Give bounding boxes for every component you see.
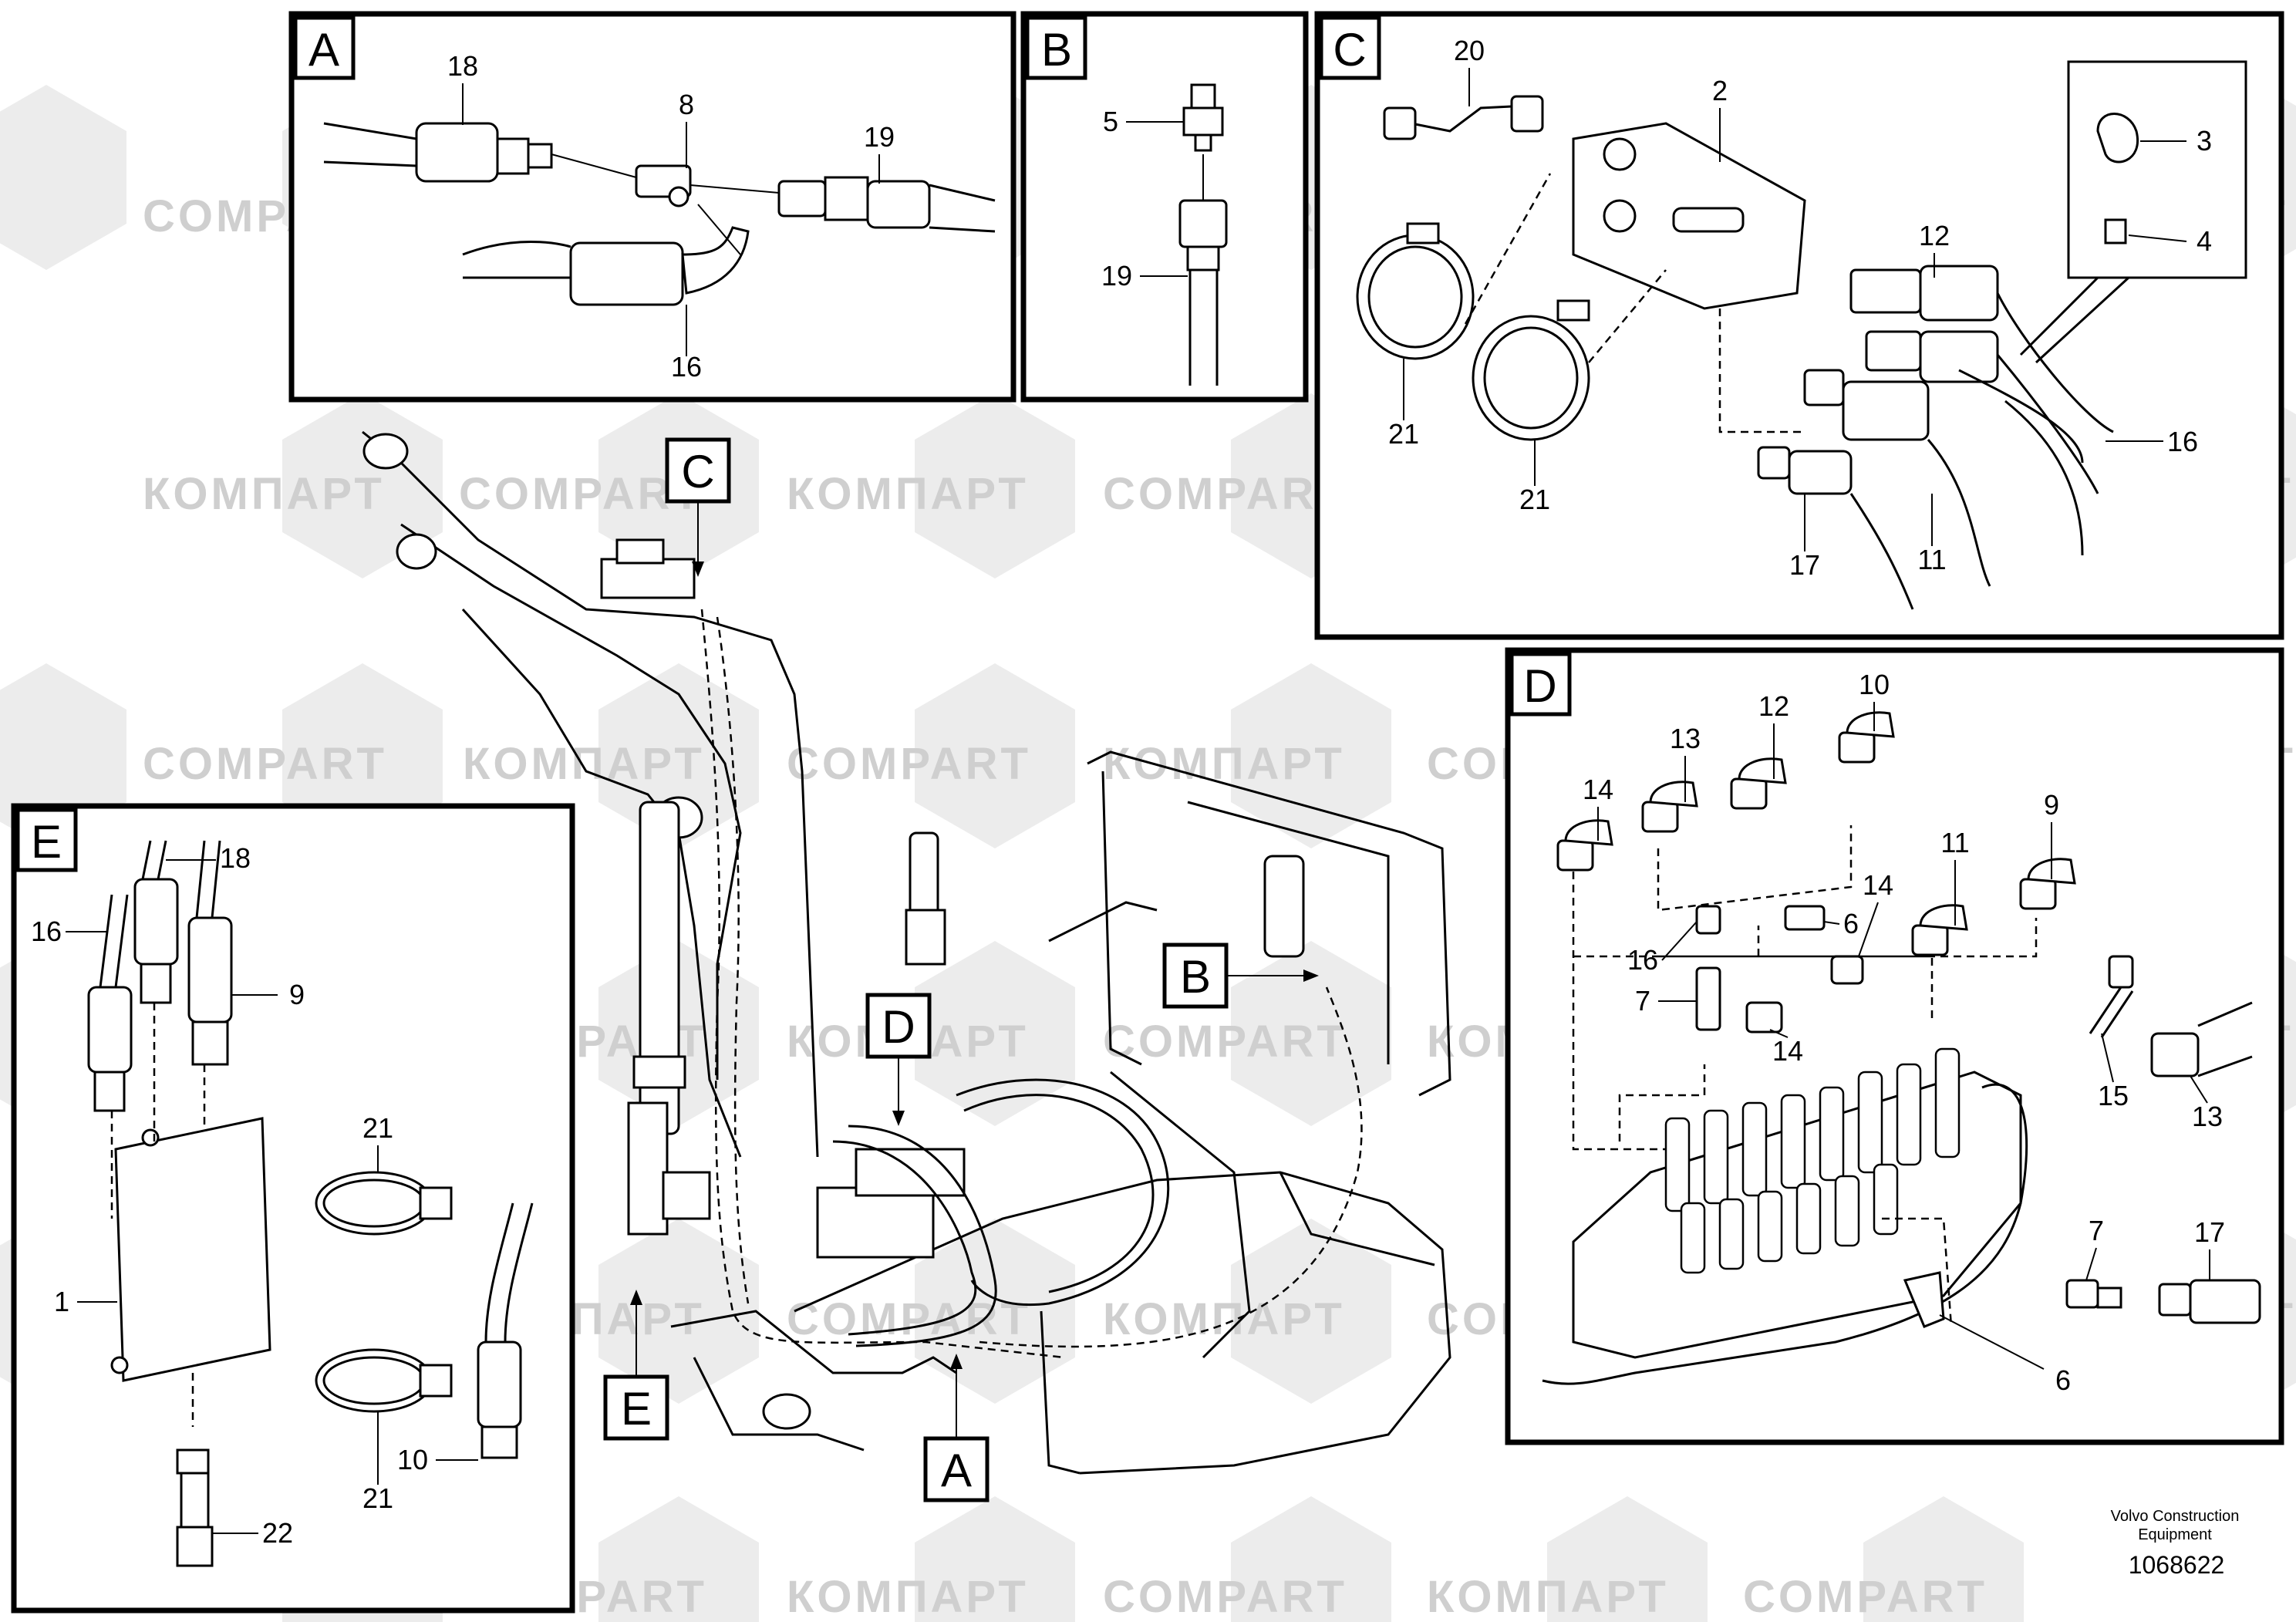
part-number-label: 10 [397, 1444, 428, 1475]
part-number-label: 7 [1635, 985, 1650, 1017]
part-number-label: 9 [2044, 789, 2059, 821]
watermark-text: COMPART [1103, 1572, 1347, 1622]
view-tag-letter: C [1333, 24, 1366, 76]
part-number-label: 20 [1454, 35, 1485, 66]
part-number-label: 3 [2197, 125, 2212, 157]
detail-panel-b: B 5 19 [1020, 11, 1309, 403]
part-number-label: 15 [2098, 1080, 2129, 1111]
part-number-label: 17 [1789, 549, 1820, 581]
watermark-text: КОМПАРТ [787, 469, 1029, 519]
main-assembly-drawing [362, 430, 1451, 1475]
part-number-label: 21 [362, 1112, 393, 1144]
callout-b[interactable]: B [1162, 943, 1319, 1009]
part-number-label: 11 [1917, 544, 1946, 575]
view-tag-letter: E [31, 816, 62, 868]
part-number-label: 19 [864, 121, 895, 153]
drawing-footer: Volvo Construction Equipment 1068622 [2111, 1508, 2240, 1579]
part-number-label: 14 [1583, 774, 1613, 805]
part-number-label: 13 [2192, 1101, 2223, 1132]
part-number-label: 22 [262, 1517, 293, 1549]
part-number-label: 8 [679, 89, 694, 120]
detail-panel-e: E 18 16 9 21 [11, 803, 575, 1614]
footer-text: Equipment [2138, 1526, 2212, 1543]
watermark-text: COMPART [143, 739, 387, 789]
part-number-label: 5 [1103, 106, 1118, 137]
part-number-label: 1 [54, 1286, 69, 1317]
view-tag-letter: C [681, 446, 714, 497]
watermark-text: КОМПАРТ [1427, 1572, 1669, 1622]
part-number-label: 11 [1940, 827, 1969, 858]
drawing-number: 1068622 [2129, 1551, 2225, 1579]
part-number-label: 16 [2167, 426, 2198, 457]
watermark-text: КОМПАРТ [1103, 1294, 1345, 1344]
view-tag-letter: B [1041, 24, 1072, 76]
part-number-label: 19 [1101, 260, 1132, 292]
part-number-label: 2 [1712, 75, 1728, 106]
view-tag-letter: D [1523, 660, 1556, 712]
part-number-label: 10 [1859, 669, 1890, 700]
watermark-text: COMPART [787, 739, 1031, 789]
part-number-label: 7 [2089, 1215, 2104, 1246]
part-number-label: 18 [447, 50, 478, 82]
part-number-label: 6 [1843, 908, 1859, 939]
part-number-label: 14 [1863, 869, 1893, 901]
watermark-text: COMPART [459, 469, 703, 519]
part-number-label: 12 [1758, 690, 1789, 722]
part-number-label: 6 [2055, 1364, 2071, 1396]
part-number-label: 12 [1919, 220, 1950, 251]
callout-e[interactable]: E [603, 1290, 669, 1441]
view-tag-letter: A [941, 1445, 972, 1496]
part-number-label: 21 [362, 1482, 393, 1514]
watermark-text: COMPART [787, 1294, 1031, 1344]
watermark-text: COMPART [1743, 1572, 1988, 1622]
part-number-label: 13 [1670, 723, 1701, 754]
watermark-text: COMPART [1103, 469, 1347, 519]
footer-text: Volvo Construction [2111, 1508, 2240, 1525]
detail-panel-d: D [1505, 647, 2284, 1445]
detail-panel-c: C 20 2 [1314, 11, 2284, 640]
part-number-label: 16 [31, 916, 62, 947]
part-number-label: 18 [220, 842, 251, 874]
view-tag-letter: E [621, 1383, 652, 1435]
main-callouts: C D B E A [603, 437, 1319, 1502]
part-number-label: 21 [1388, 418, 1419, 450]
watermark-text: КОМПАРТ [787, 1572, 1029, 1622]
callout-d[interactable]: D [865, 993, 932, 1126]
detail-panel-a: A 18 8 19 16 [288, 11, 1017, 403]
view-tag-letter: A [308, 24, 339, 76]
view-tag-letter: B [1180, 951, 1211, 1003]
watermark-text: COMPART [1103, 1017, 1347, 1067]
watermark-text: КОМПАРТ [143, 469, 385, 519]
view-tag-letter: D [882, 1001, 915, 1053]
part-number-label: 17 [2194, 1216, 2225, 1248]
watermark-text: КОМПАРТ [463, 739, 705, 789]
part-number-label: 16 [1627, 944, 1658, 976]
callout-a[interactable]: A [923, 1354, 990, 1502]
part-number-label: 14 [1772, 1035, 1803, 1067]
callout-c[interactable]: C [665, 437, 731, 577]
part-number-label: 21 [1519, 484, 1550, 515]
part-number-label: 9 [289, 979, 305, 1010]
part-number-label: 4 [2197, 225, 2212, 257]
watermark-text: КОМПАРТ [1103, 739, 1345, 789]
